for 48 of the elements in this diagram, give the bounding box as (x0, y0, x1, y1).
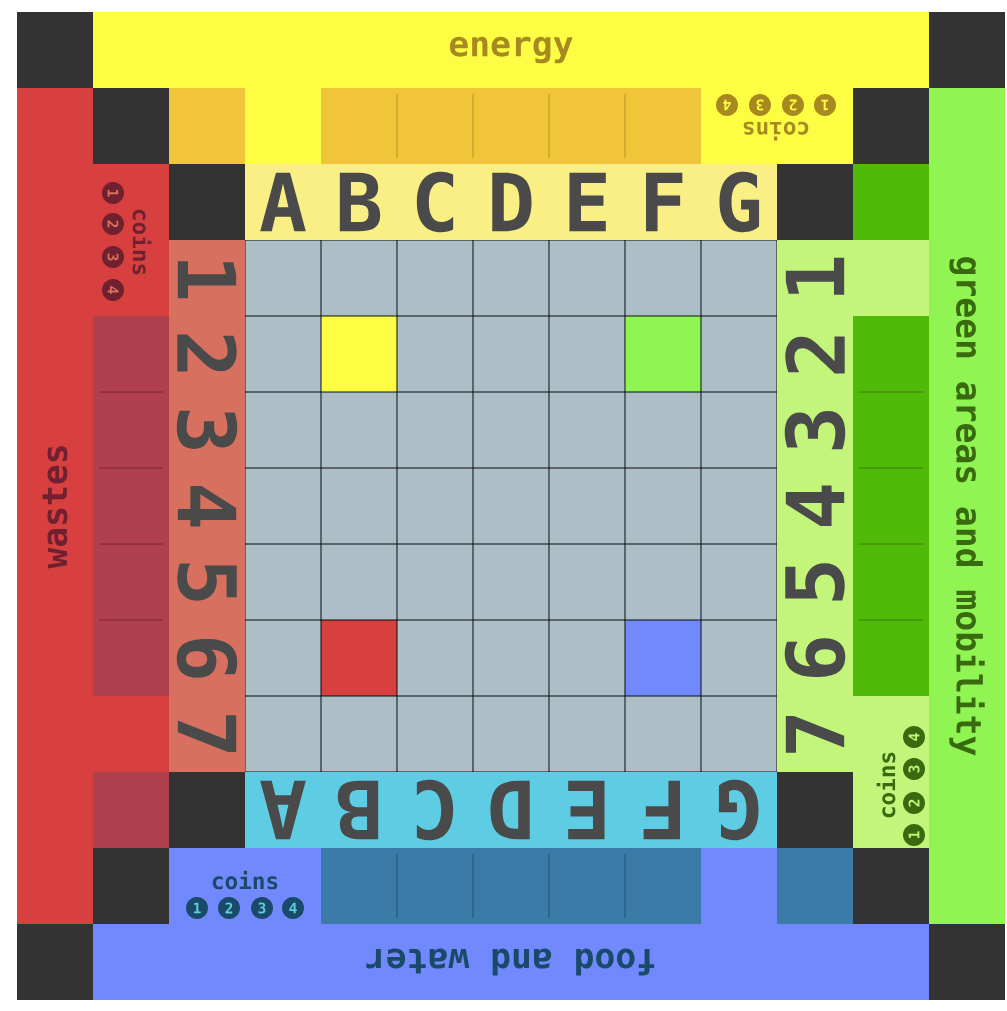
row-number: 7 (777, 696, 853, 772)
column-letter: A (245, 164, 321, 240)
coin-number: 3 (903, 758, 925, 780)
coin-number: 2 (903, 792, 925, 814)
column-letter: G (701, 164, 777, 240)
column-letter: A (245, 772, 321, 848)
row-number: 7 (169, 696, 245, 772)
coin-number: 2 (102, 213, 124, 235)
row-number: 2 (169, 316, 245, 392)
column-letter: F (625, 164, 701, 240)
row-number: 4 (777, 468, 853, 544)
row-number: 4 (169, 468, 245, 544)
row-number: 3 (169, 392, 245, 468)
coin-number: 4 (903, 726, 925, 748)
row-number: 2 (777, 316, 853, 392)
column-letter: D (473, 164, 549, 240)
column-letter: E (549, 772, 625, 848)
column-letter: F (625, 772, 701, 848)
coin-number: 3 (251, 897, 273, 919)
column-letter: E (549, 164, 625, 240)
coin-number: 3 (102, 246, 124, 268)
row-number: 5 (777, 544, 853, 620)
coin-number: 1 (814, 94, 836, 116)
column-letter: C (397, 772, 473, 848)
coin-number: 4 (282, 897, 304, 919)
coin-number: 2 (782, 94, 804, 116)
coin-number: 4 (716, 94, 738, 116)
column-letter: D (473, 772, 549, 848)
coin-number: 1 (186, 897, 208, 919)
row-number: 6 (777, 620, 853, 696)
column-letter: B (321, 164, 397, 240)
coins-label: coins (876, 752, 896, 818)
coin-number: 4 (102, 279, 124, 301)
row-number: 3 (777, 392, 853, 468)
coins-label: coins (212, 870, 278, 890)
coin-number: 3 (749, 94, 771, 116)
coin-number: 2 (218, 897, 240, 919)
coins-label: coins (132, 209, 152, 275)
column-letter: B (321, 772, 397, 848)
row-number: 5 (169, 544, 245, 620)
column-letter: C (397, 164, 473, 240)
row-number: 6 (169, 620, 245, 696)
coin-number: 1 (903, 824, 925, 846)
coin-number: 1 (102, 182, 124, 204)
row-number: 1 (169, 240, 245, 316)
row-number: 1 (777, 240, 853, 316)
coins-label: coins (743, 121, 809, 141)
column-letter: G (701, 772, 777, 848)
